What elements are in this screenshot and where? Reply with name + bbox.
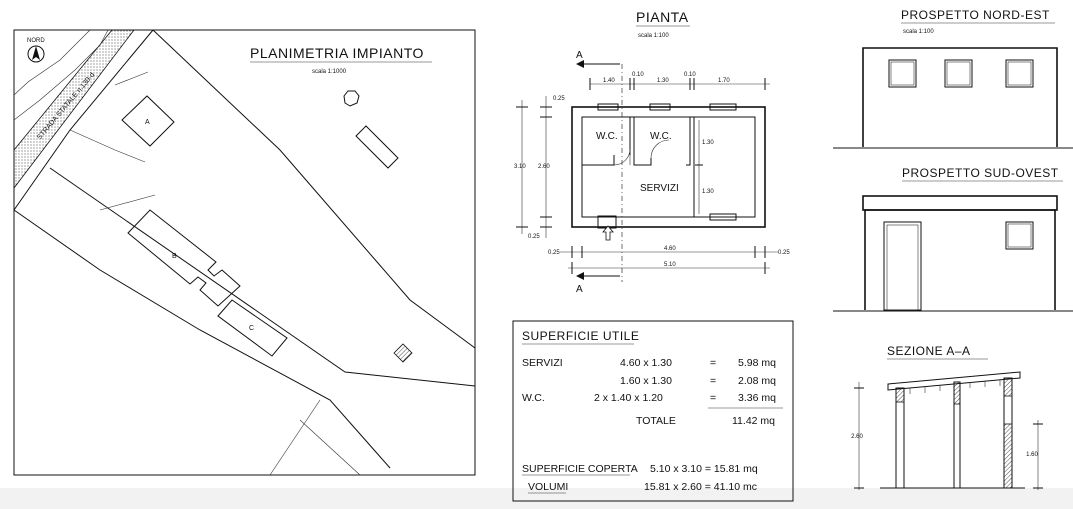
section-dim-lower: 1.60 xyxy=(1026,452,1038,458)
rect-structure xyxy=(355,125,399,169)
room-wc-1: W.C. xyxy=(596,131,618,142)
dim-top-2: 0.10 xyxy=(632,72,644,78)
volume-calc: 15.81 x 2.60 = 41.10 mc xyxy=(644,481,757,493)
entrance xyxy=(597,215,617,229)
section-aa: SEZIONE A–A 2.60 1.60 xyxy=(851,344,1043,490)
elevation-ne-walls xyxy=(862,47,1058,147)
site-plan-title: PLANIMETRIA IMPIANTO xyxy=(250,45,424,61)
section-marker-bottom: A xyxy=(576,284,583,295)
dim-bottom-total: 5.10 xyxy=(664,262,676,268)
north-arrow: NORD xyxy=(27,38,45,63)
row2-eq: = xyxy=(710,375,716,387)
building-c xyxy=(217,299,288,357)
site-plan-scale: scala 1:1000 xyxy=(312,69,347,75)
entry-arrow-icon xyxy=(602,225,614,241)
building-c-label: C xyxy=(249,325,254,332)
dim-left-bottom: 0.25 xyxy=(528,234,540,240)
sw-window xyxy=(1005,221,1034,250)
section-roof xyxy=(887,371,1021,391)
dim-bottom-3: 0.25 xyxy=(778,250,790,256)
row1-calc: 4.60 x 1.30 xyxy=(620,357,672,369)
elevation-sw-title: PROSPETTO SUD-OVEST xyxy=(902,166,1059,180)
building-b-label: B xyxy=(172,253,177,260)
elevation-ne-scale: scala 1:100 xyxy=(903,29,934,35)
ne-window-1 xyxy=(888,59,917,88)
elevation-ne: PROSPETTO NORD-EST scala 1:100 xyxy=(833,8,1073,149)
elevation-sw-walls xyxy=(864,209,1056,310)
state-road xyxy=(13,29,135,190)
section-wall-left xyxy=(895,387,905,489)
window-top-2 xyxy=(649,103,671,111)
area-table-frame xyxy=(512,320,794,502)
bottom-strip xyxy=(0,488,1073,509)
window-bottom xyxy=(709,213,737,221)
wc-door-2 xyxy=(650,139,670,159)
dim-bottom-1: 0.25 xyxy=(548,250,560,256)
row1-value: 5.98 mq xyxy=(738,357,776,369)
room-servizi: SERVIZI xyxy=(640,183,679,194)
road-label: STRADA STATALE n.130-d xyxy=(36,71,96,141)
window-top-1 xyxy=(597,103,619,111)
area-table-title: SUPERFICIE UTILE xyxy=(522,329,639,343)
elevation-sw: PROSPETTO SUD-OVEST xyxy=(833,166,1073,312)
dim-top-3: 1.30 xyxy=(657,78,669,84)
dim-left-inner: 2.60 xyxy=(538,164,550,170)
outer-wall xyxy=(571,106,766,228)
elevation-ne-title: PROSPETTO NORD-EST xyxy=(901,8,1050,22)
section-aa-title: SEZIONE A–A xyxy=(887,344,971,358)
dim-left-total: 3.10 xyxy=(514,164,526,170)
section-marker-top: A xyxy=(576,50,583,61)
north-label: NORD xyxy=(27,38,45,44)
row3-label: W.C. xyxy=(522,392,545,404)
row1-label: SERVIZI xyxy=(522,357,563,369)
row3-calc: 2 x 1.40 x 1.20 xyxy=(594,392,663,404)
row3-value: 3.36 mq xyxy=(738,392,776,404)
row1-eq: = xyxy=(710,357,716,369)
dim-right-2: 1.30 xyxy=(702,189,714,195)
building-a-label: A xyxy=(145,119,150,126)
area-table: SUPERFICIE UTILE SERVIZI 4.60 x 1.30 = 5… xyxy=(512,320,794,502)
window-top-3 xyxy=(709,103,737,111)
covered-label: SUPERFICIE COPERTA xyxy=(522,463,638,475)
total-label: TOTALE xyxy=(636,415,676,427)
inner-wall xyxy=(581,116,756,218)
octagon-structure xyxy=(343,90,360,107)
dim-top-1: 1.40 xyxy=(603,78,615,84)
site-plan: STRADA STATALE n.130-d A B C NORD xyxy=(13,29,476,476)
building-a xyxy=(121,95,175,147)
floor-plan-title: PIANTA xyxy=(636,9,689,25)
dim-bottom-2: 4.60 xyxy=(664,246,676,252)
total-value: 11.42 mq xyxy=(732,415,775,427)
section-dim-height: 2.60 xyxy=(851,434,863,440)
site-plan-frame xyxy=(13,29,476,476)
ne-window-3 xyxy=(1005,59,1034,88)
volume-label: VOLUMI xyxy=(528,481,568,493)
dim-right-1: 1.30 xyxy=(702,140,714,146)
dim-top-4: 0.10 xyxy=(684,72,696,78)
row2-calc: 1.60 x 1.30 xyxy=(620,375,672,387)
covered-calc: 5.10 x 3.10 = 15.81 mq xyxy=(650,463,758,475)
sw-door xyxy=(883,221,922,311)
row2-value: 2.08 mq xyxy=(738,375,776,387)
sw-roof-slab xyxy=(862,195,1058,211)
floor-plan-scale: scala 1:100 xyxy=(638,33,669,39)
dim-top-5: 1.70 xyxy=(718,78,730,84)
room-wc-2: W.C. xyxy=(650,131,672,142)
floor-plan: PIANTA scala 1:100 W.C. W.C. SERVIZI A A xyxy=(514,9,790,295)
hatched-structure xyxy=(393,343,413,363)
row3-eq: = xyxy=(710,392,716,404)
dim-left-top: 0.25 xyxy=(553,96,565,102)
building-b xyxy=(127,209,241,307)
ne-window-2 xyxy=(944,59,973,88)
